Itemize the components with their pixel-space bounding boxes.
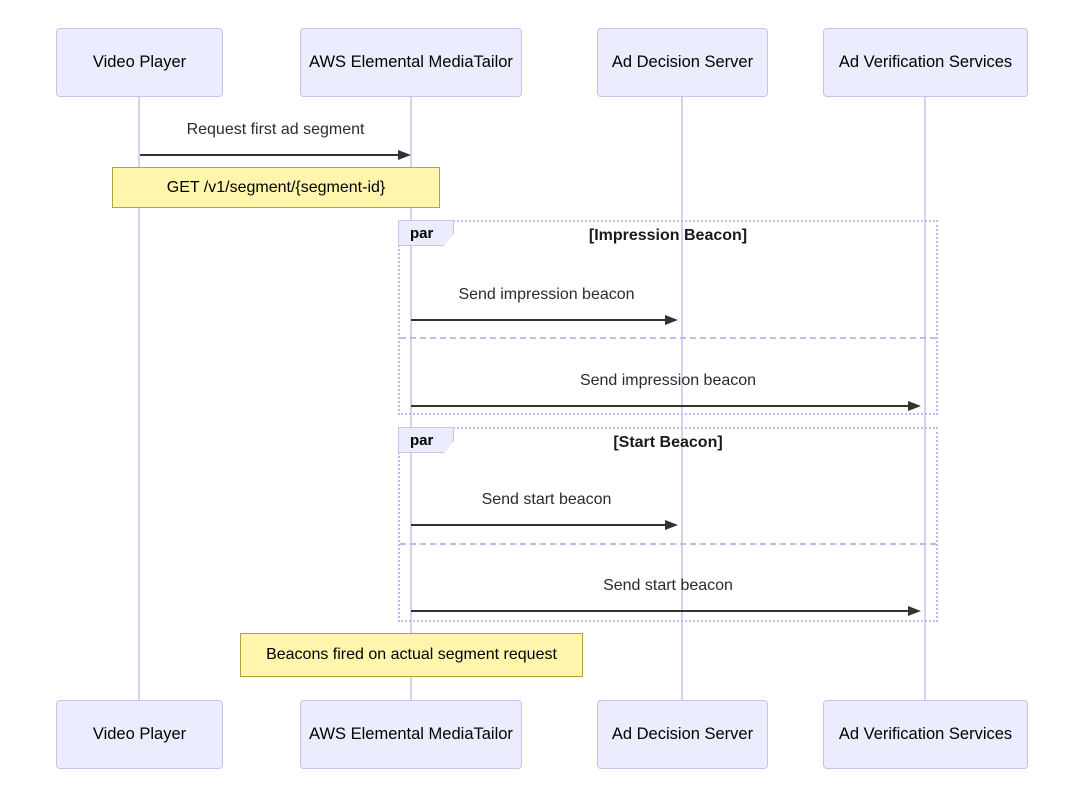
actor-label: Video Player [92,53,187,71]
actor-ad-decision-server-bottom: Ad Decision Server [597,700,768,769]
note-label: Beacons fired on actual segment request [266,646,557,663]
par-keyword-tab: par [398,220,454,246]
actor-label: AWS Elemental MediaTailor [309,725,513,743]
arrow-head-icon [665,315,678,325]
message-label-send-impression-beacon: Send impression beacon [579,372,757,389]
note-beacons-fired: Beacons fired on actual segment request [240,633,583,677]
par-keyword-tab: par [398,427,454,453]
arrow-head-icon [908,401,921,411]
lifeline-ad-decision-server [681,97,683,700]
actor-label: Ad Decision Server [611,53,754,71]
actor-mediatailor-bottom: AWS Elemental MediaTailor [300,700,522,769]
note-get-segment: GET /v1/segment/{segment-id} [112,167,440,208]
message-label-send-impression-beacon: Send impression beacon [458,286,635,303]
actor-label: Video Player [92,725,187,743]
lifeline-mediatailor [410,97,412,700]
note-label: GET /v1/segment/{segment-id} [166,178,386,196]
actor-label: Ad Verification Services [838,53,1013,71]
message-arrow-line [411,405,909,407]
actor-ad-verification-services-bottom: Ad Verification Services [823,700,1028,769]
arrow-head-icon [665,520,678,530]
par-keyword: par [410,431,434,449]
actor-ad-decision-server-top: Ad Decision Server [597,28,768,97]
lifeline-video-player [138,97,140,700]
message-arrow-line [140,154,399,156]
par-section-divider [400,337,936,339]
actor-video-player-top: Video Player [56,28,223,97]
par-condition-label: [Impression Beacon] [588,227,748,244]
actor-label: Ad Decision Server [611,725,754,743]
par-section-divider [400,543,936,545]
arrow-head-icon [908,606,921,616]
par-condition-label: [Start Beacon] [613,434,723,451]
message-label-request-first-ad-segment: Request first ad segment [186,121,365,138]
message-label-send-start-beacon: Send start beacon [603,577,733,594]
par-block-impression-beacon: par [Impression Beacon] [398,220,938,415]
par-block-start-beacon: par [Start Beacon] [398,427,938,622]
actor-label: Ad Verification Services [838,725,1013,743]
actor-video-player-bottom: Video Player [56,700,223,769]
lifeline-ad-verification-services [924,97,926,700]
actor-ad-verification-services-top: Ad Verification Services [823,28,1028,97]
message-arrow-line [411,524,666,526]
message-arrow-line [411,610,909,612]
par-keyword: par [410,224,434,242]
message-arrow-line [411,319,666,321]
actor-mediatailor-top: AWS Elemental MediaTailor [300,28,522,97]
message-label-send-start-beacon: Send start beacon [481,491,612,508]
actor-label: AWS Elemental MediaTailor [309,53,513,71]
arrow-head-icon [398,150,411,160]
